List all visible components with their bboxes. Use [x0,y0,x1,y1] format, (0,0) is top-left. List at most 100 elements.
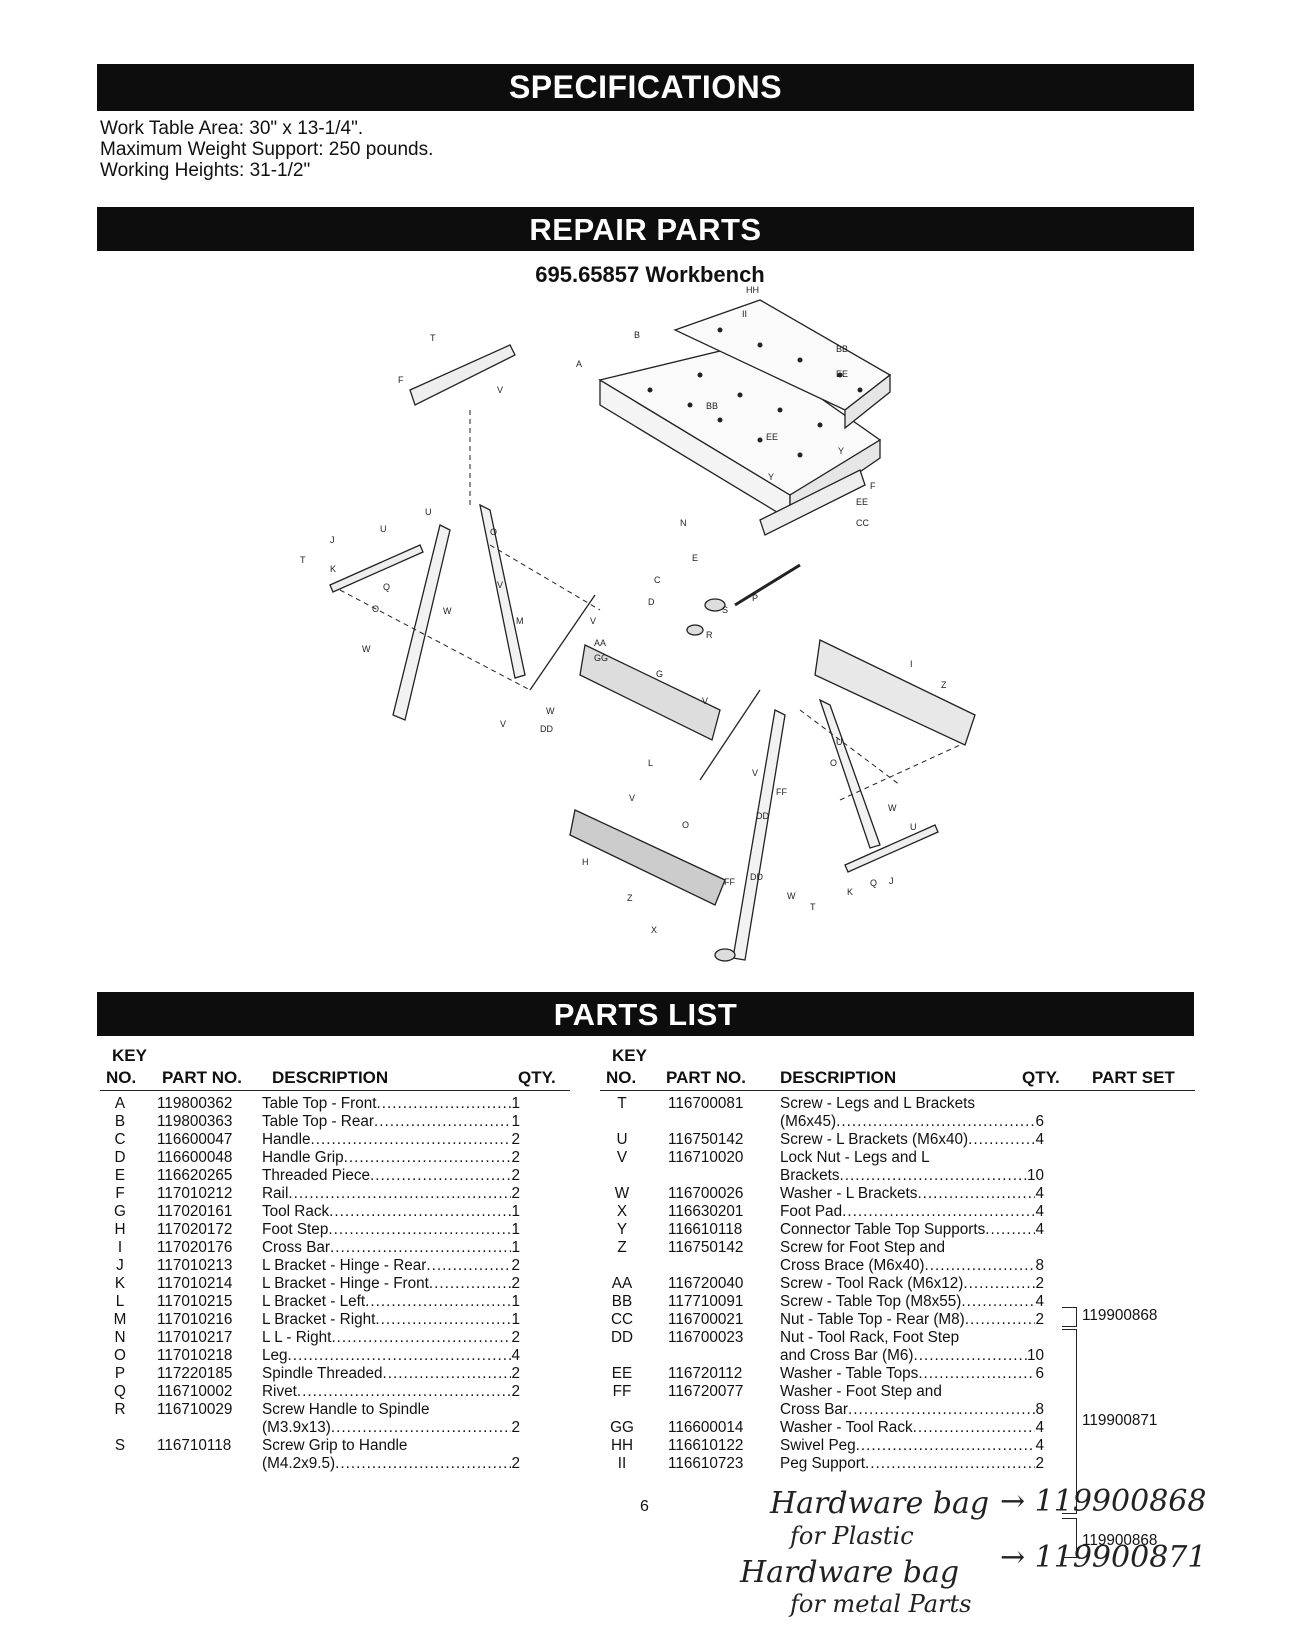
leader-dots: ........................................… [330,1419,512,1436]
part-qty: 4 [1035,1185,1044,1202]
part-number: 116710029 [157,1401,233,1418]
callout-label: DD [756,811,769,821]
part-description-line: Washer - Foot Step and [780,1383,1044,1401]
callout-label: BB [836,344,848,354]
part-number: 117020172 [157,1221,233,1238]
part-key: B [114,1113,126,1130]
part-qty: 2 [511,1365,520,1382]
part-qty: 2 [511,1275,520,1292]
part-qty: 4 [1035,1293,1044,1310]
callout-label: V [590,616,596,626]
part-key: II [617,1455,627,1472]
callout-label: N [680,518,687,528]
callout-label: M [516,616,524,626]
part-number: 117010216 [157,1311,233,1328]
parts-row: Cross Brace (M6x40).....................… [600,1257,1060,1275]
part-number: 116600047 [157,1131,233,1148]
part-key: W [614,1185,630,1202]
parts-row: (M6x45).................................… [600,1113,1060,1131]
leader-dots: ........................................… [370,1167,512,1184]
part-key: M [113,1311,127,1328]
leader-dots: ........................................… [426,1257,511,1274]
parts-row: (M3.9x13)...............................… [100,1419,570,1437]
part-key: EE [611,1365,633,1382]
col-qty-right: QTY. [1022,1068,1060,1087]
callout-label: R [706,630,713,640]
callout-label: S [722,605,728,615]
callout-label: V [629,793,635,803]
part-description: Washer - L Brackets [780,1185,918,1202]
part-key: X [616,1203,628,1220]
part-description: Rail [262,1185,289,1202]
part-key: FF [612,1383,632,1400]
part-qty: 4 [1035,1131,1044,1148]
part-description-line: Cross Bar...............................… [780,1401,1044,1419]
part-number: 116600048 [157,1149,233,1166]
part-description-line: Screw - Tool Rack (M6x12)...............… [780,1275,1044,1293]
col-description-right: DESCRIPTION [780,1068,897,1087]
part-description: Screw Grip to Handle [262,1437,408,1454]
parts-row: Cross Bar...............................… [600,1401,1060,1419]
part-description: Screw Handle to Spindle [262,1401,430,1418]
parts-row: Brackets................................… [600,1167,1060,1185]
callout-label: C [654,575,661,585]
part-qty: 4 [1035,1203,1044,1220]
part-description-line: Rivet...................................… [262,1383,520,1401]
callout-label: W [546,706,555,716]
part-key: K [114,1275,126,1292]
part-number: 116750142 [668,1131,744,1148]
part-key: BB [611,1293,633,1310]
part-description-line: Handle..................................… [262,1131,520,1149]
part-description: Screw - Tool Rack (M6x12) [780,1275,964,1292]
part-qty: 2 [511,1419,520,1436]
part-description: Handle Grip [262,1149,344,1166]
handwritten-line-1-number: → 119900868 [1000,1484,1207,1519]
part-number: 117220185 [157,1365,233,1382]
part-qty: 8 [1035,1257,1044,1274]
part-description: Brackets [780,1167,840,1184]
part-qty: 6 [1035,1113,1044,1130]
callout-label: CC [856,518,869,528]
part-number: 117010213 [157,1257,233,1274]
spec-max-weight: Maximum Weight Support: 250 pounds. [100,139,434,160]
part-key: J [116,1257,124,1274]
part-description-line: Brackets................................… [780,1167,1044,1185]
part-key: D [114,1149,126,1166]
callout-label: DD [750,872,763,882]
leader-dots: ........................................… [310,1131,511,1148]
part-description-line: Screw Grip to Handle [262,1437,520,1455]
part-key: Z [617,1239,627,1256]
callout-label: EE [766,432,778,442]
part-key: Q [114,1383,126,1400]
part-description-line: (M3.9x13)...............................… [262,1419,520,1437]
part-qty: 1 [511,1311,520,1328]
callout-label: DD [540,724,553,734]
callout-label: V [497,385,503,395]
part-description-line: Tool Rack...............................… [262,1203,520,1221]
part-set-3: 119900868 [1082,1532,1158,1549]
handwritten-line-3: Hardware bag [740,1555,960,1590]
callout-label: D [648,597,655,607]
part-key: CC [610,1311,634,1328]
part-description: L Bracket - Left [262,1293,366,1310]
part-number: 116620265 [157,1167,233,1184]
part-description-line: Foot Pad................................… [780,1203,1044,1221]
part-description-line: Table Top - Rear........................… [262,1113,520,1131]
leader-dots: ........................................… [913,1347,1027,1364]
callout-label: Q [870,878,877,888]
callout-label: G [656,669,663,679]
part-description: Screw - Legs and L Brackets [780,1095,975,1112]
part-description: Threaded Piece [262,1167,370,1184]
part-qty: 1 [511,1239,520,1256]
part-number: 119800362 [157,1095,233,1112]
part-qty: 1 [511,1095,520,1112]
part-description: Foot Step [262,1221,329,1238]
part-description-line: Screw Handle to Spindle [262,1401,520,1419]
